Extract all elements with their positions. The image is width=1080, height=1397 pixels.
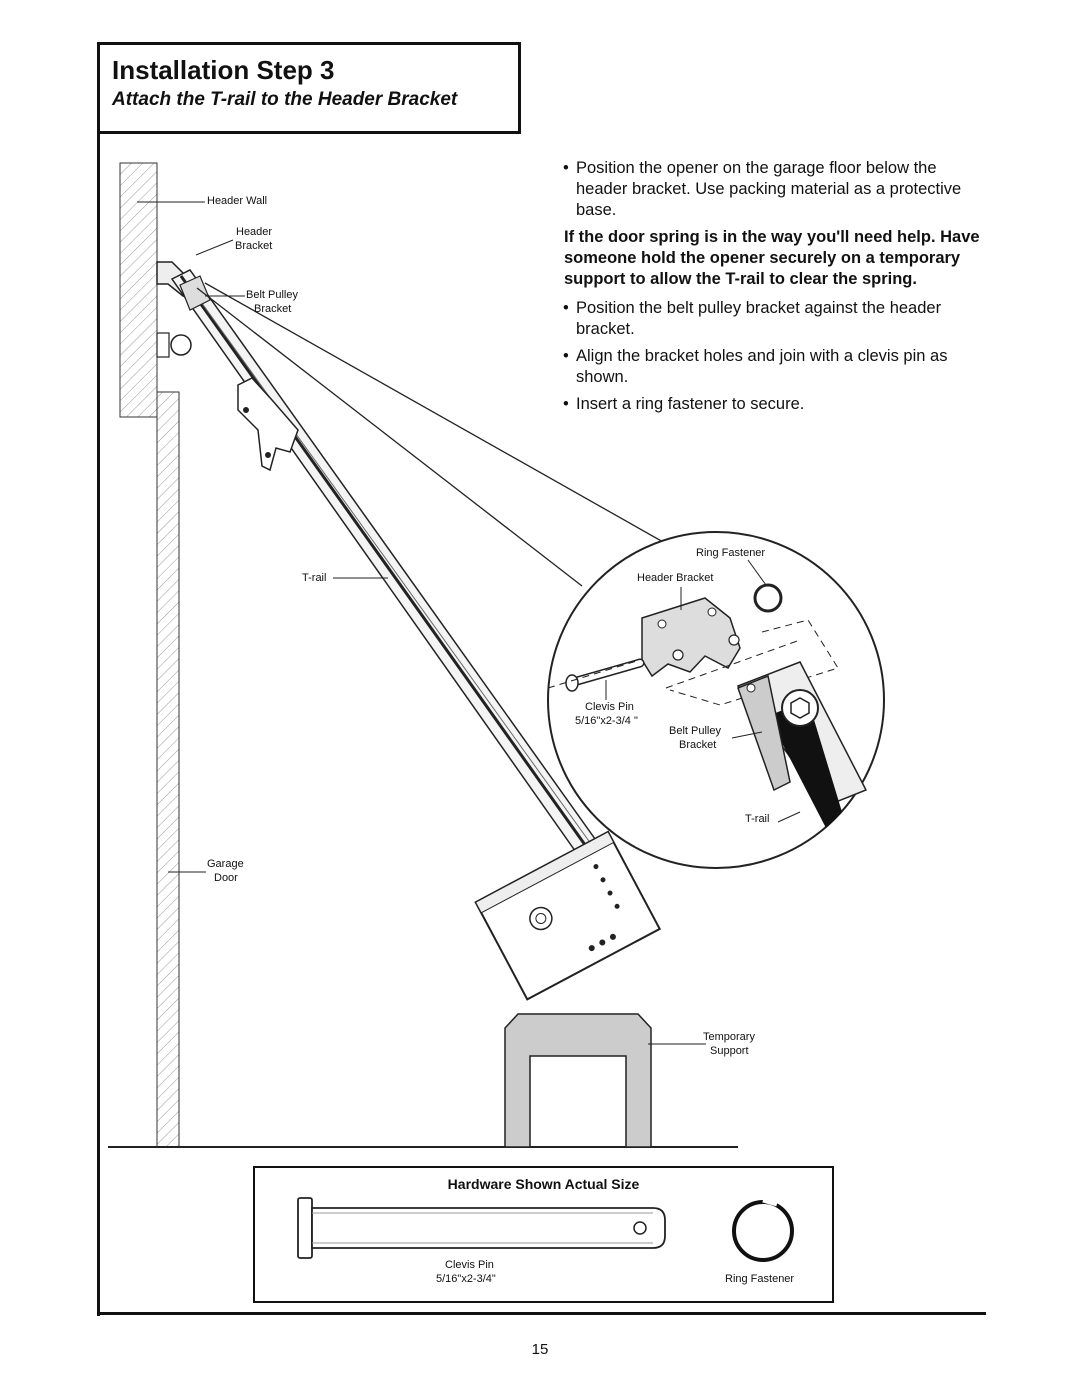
hardware-illustration [297,1197,794,1262]
header-wall [119,162,158,418]
frame-bottom-rule [97,1312,986,1315]
belt-pulley-bracket-shape [179,275,211,311]
instruction-bullet: Position the belt pulley bracket against… [562,298,982,340]
hardware-ring-fastener [732,1197,794,1262]
label-belt-pulley-line2: Bracket [254,303,292,315]
instruction-bullet: Insert a ring fastener to secure. [562,394,982,415]
hardware-label-ring-fastener: Ring Fastener [725,1273,795,1285]
hardware-label-clevis-pin-line1: Clevis Pin [445,1259,494,1271]
hardware-label-clevis-pin-line2: 5/16"x2-3/4" [436,1273,496,1285]
label-belt-pulley-line1: Belt Pulley [246,289,298,301]
label-temporary-support-line1: Temporary [703,1031,755,1043]
temporary-support-shape [504,1013,652,1148]
bolt-shape [170,334,192,356]
title-box: Installation Step 3 Attach the T-rail to… [97,42,521,134]
instructions: Position the opener on the garage floor … [562,158,982,421]
detail-label-t-rail: T-rail [745,813,770,825]
detail-label-clevis-pin-line2: 5/16"x2-3/4 " [575,715,638,727]
instruction-bullet: Position the opener on the garage floor … [562,158,982,221]
label-header-wall: Header Wall [207,195,268,207]
label-header-bracket-line2: Bracket [235,240,273,252]
label-t-rail: T-rail [302,572,327,584]
warning-text: If the door spring is in the way you'll … [564,228,980,288]
detail-clevis-pin [565,658,645,692]
trolley-shape [237,377,299,472]
instruction-bullet: Align the bracket holes and join with a … [562,346,982,388]
detail-magnifier-circle [547,531,885,869]
page-title: Installation Step 3 [112,55,335,85]
detail-header-bracket [641,597,741,678]
label-temporary-support-line2: Support [710,1045,749,1057]
detail-label-belt-pulley-line1: Belt Pulley [669,725,721,737]
page-subtitle: Attach the T-rail to the Header Bracket [112,89,458,110]
hardware-box: Hardware Shown Actual Size Clevis Pin 5/… [253,1166,834,1303]
page-number: 15 [531,1341,549,1358]
detail-belt-pulley-bracket [737,674,791,792]
detail-label-clevis-pin-line1: Clevis Pin [585,701,634,713]
detail-label-header-bracket: Header Bracket [637,572,714,584]
label-garage-door-line2: Door [214,872,238,884]
hardware-title: Hardware Shown Actual Size [447,1176,640,1192]
opener-motor-unit [474,830,662,1001]
frame-left-rule [97,128,100,1316]
detail-label-belt-pulley-line2: Bracket [679,739,717,751]
garage-door [156,391,180,1148]
label-header-bracket-line1: Header [236,226,273,238]
detail-label-ring-fastener: Ring Fastener [696,547,766,559]
label-garage-door-line1: Garage [207,858,244,870]
hardware-clevis-pin [297,1197,666,1259]
detail-ring-fastener [753,583,783,613]
